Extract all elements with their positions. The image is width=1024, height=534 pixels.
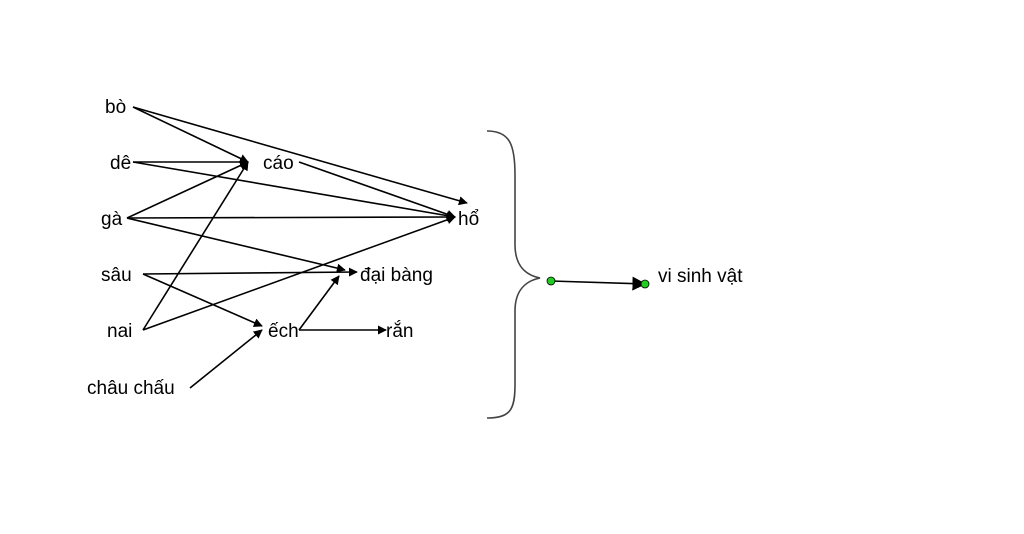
connector-start-dot	[546, 276, 556, 286]
node-nai: nai	[107, 321, 132, 342]
group-brace	[486, 130, 541, 419]
edge-nai-to-cao	[142, 161, 249, 331]
node-bo: bò	[105, 97, 126, 118]
node-de: dê	[110, 153, 131, 174]
node-ga: gà	[101, 209, 123, 230]
edge-sau-to-daibang	[142, 267, 358, 277]
edge-chauchau-to-ech	[189, 329, 263, 389]
edge-bo-to-cao	[132, 106, 249, 163]
connector-end-dot	[640, 279, 650, 289]
node-visinhvat: vi sinh vật	[658, 266, 743, 287]
node-chauchau: châu chấu	[87, 378, 175, 399]
edge-sau-to-ech	[142, 273, 263, 327]
edge-cao-to-ho	[298, 161, 456, 219]
node-sau: sâu	[101, 265, 132, 286]
edge-de-to-ho	[132, 161, 456, 221]
edge-brace-to-visinhvat	[550, 276, 647, 291]
edge-ga-to-cao	[126, 161, 249, 219]
edge-bo-to-ho	[132, 106, 468, 206]
edges-layer	[126, 106, 468, 389]
edge-ga-to-daibang	[126, 217, 346, 273]
node-daibang: đại bàng	[360, 265, 433, 286]
edge-ga-to-ho	[126, 212, 456, 222]
node-ho: hổ	[458, 209, 479, 230]
node-ran: rắn	[386, 320, 413, 342]
edge-nai-to-ho	[142, 215, 456, 331]
node-ech: ếch	[268, 321, 299, 342]
node-cao: cáo	[263, 153, 294, 174]
edge-ech-to-daibang	[298, 275, 340, 331]
